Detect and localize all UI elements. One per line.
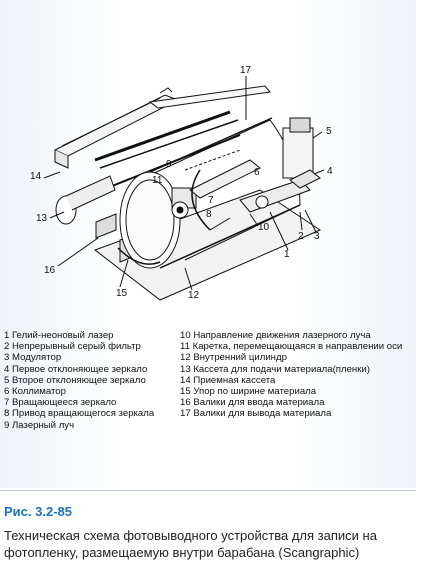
callout-7: 7 [208, 195, 214, 206]
divider [0, 490, 416, 491]
callout-2: 2 [298, 231, 304, 242]
callout-9: 9 [166, 159, 172, 170]
legend-item: 6 Коллиматор [4, 386, 66, 398]
technical-drawing [43, 76, 325, 301]
figure-caption: Техническая схема фотовыводного устройст… [4, 528, 377, 560]
legend-item: 10 Направление движения лазерного луча [180, 330, 371, 341]
callout-17: 17 [240, 65, 252, 76]
callout-1: 1 [284, 249, 290, 260]
legend-item: 5 Второе отклоняющее зеркало [4, 374, 146, 386]
legend-item: 8 Привод вращающегося зеркала [4, 408, 155, 420]
legend: 1 Гелий-неоновый лазер 2 Непрерывный сер… [4, 330, 416, 431]
callout-5: 5 [326, 126, 332, 137]
figure-title: Рис. 3.2-85 [4, 504, 72, 519]
legend-item: 9 Лазерный луч [4, 419, 75, 431]
legend-item: 3 Модулятор [4, 352, 62, 364]
callout-15: 15 [116, 288, 128, 299]
callout-13: 13 [36, 213, 48, 224]
legend-item: 11 Каретка, перемещающаяся в направлении… [180, 341, 403, 353]
legend-item: 12 Внутренний цилиндр [180, 352, 287, 364]
callout-10: 10 [258, 222, 270, 233]
legend-item: 7 Вращающееся зеркало [4, 397, 117, 409]
callout-6: 6 [254, 167, 260, 178]
legend-left-column: 1 Гелий-неоновый лазер 2 Непрерывный сер… [4, 330, 180, 431]
legend-item: 13 Кассета для подачи материала(пленки) [180, 363, 370, 375]
legend-item: 1 Гелий-неоновый лазер [4, 330, 114, 341]
callout-12: 12 [188, 290, 200, 301]
callout-16: 16 [44, 265, 56, 276]
legend-right-column: 10 Направление движения лазерного луча 1… [180, 330, 416, 431]
legend-item: 16 Валики для ввода материала [180, 397, 325, 409]
callout-8: 8 [206, 209, 212, 220]
callout-3: 3 [314, 231, 320, 242]
legend-item: 17 Валики для вывода материала [180, 408, 332, 420]
callout-14: 14 [30, 171, 42, 182]
legend-item: 2 Непрерывный серый фильтр [4, 341, 141, 353]
figure-panel: 17 5 4 14 9 6 11 7 8 13 10 2 3 1 16 15 1… [0, 0, 416, 488]
callout-4: 4 [327, 166, 333, 177]
callout-11: 11 [152, 175, 163, 186]
legend-item: 14 Приемная кассета [180, 374, 276, 386]
legend-item: 4 Первое отклоняющее зеркало [4, 363, 148, 375]
legend-item: 15 Упор по ширине материала [180, 386, 317, 398]
